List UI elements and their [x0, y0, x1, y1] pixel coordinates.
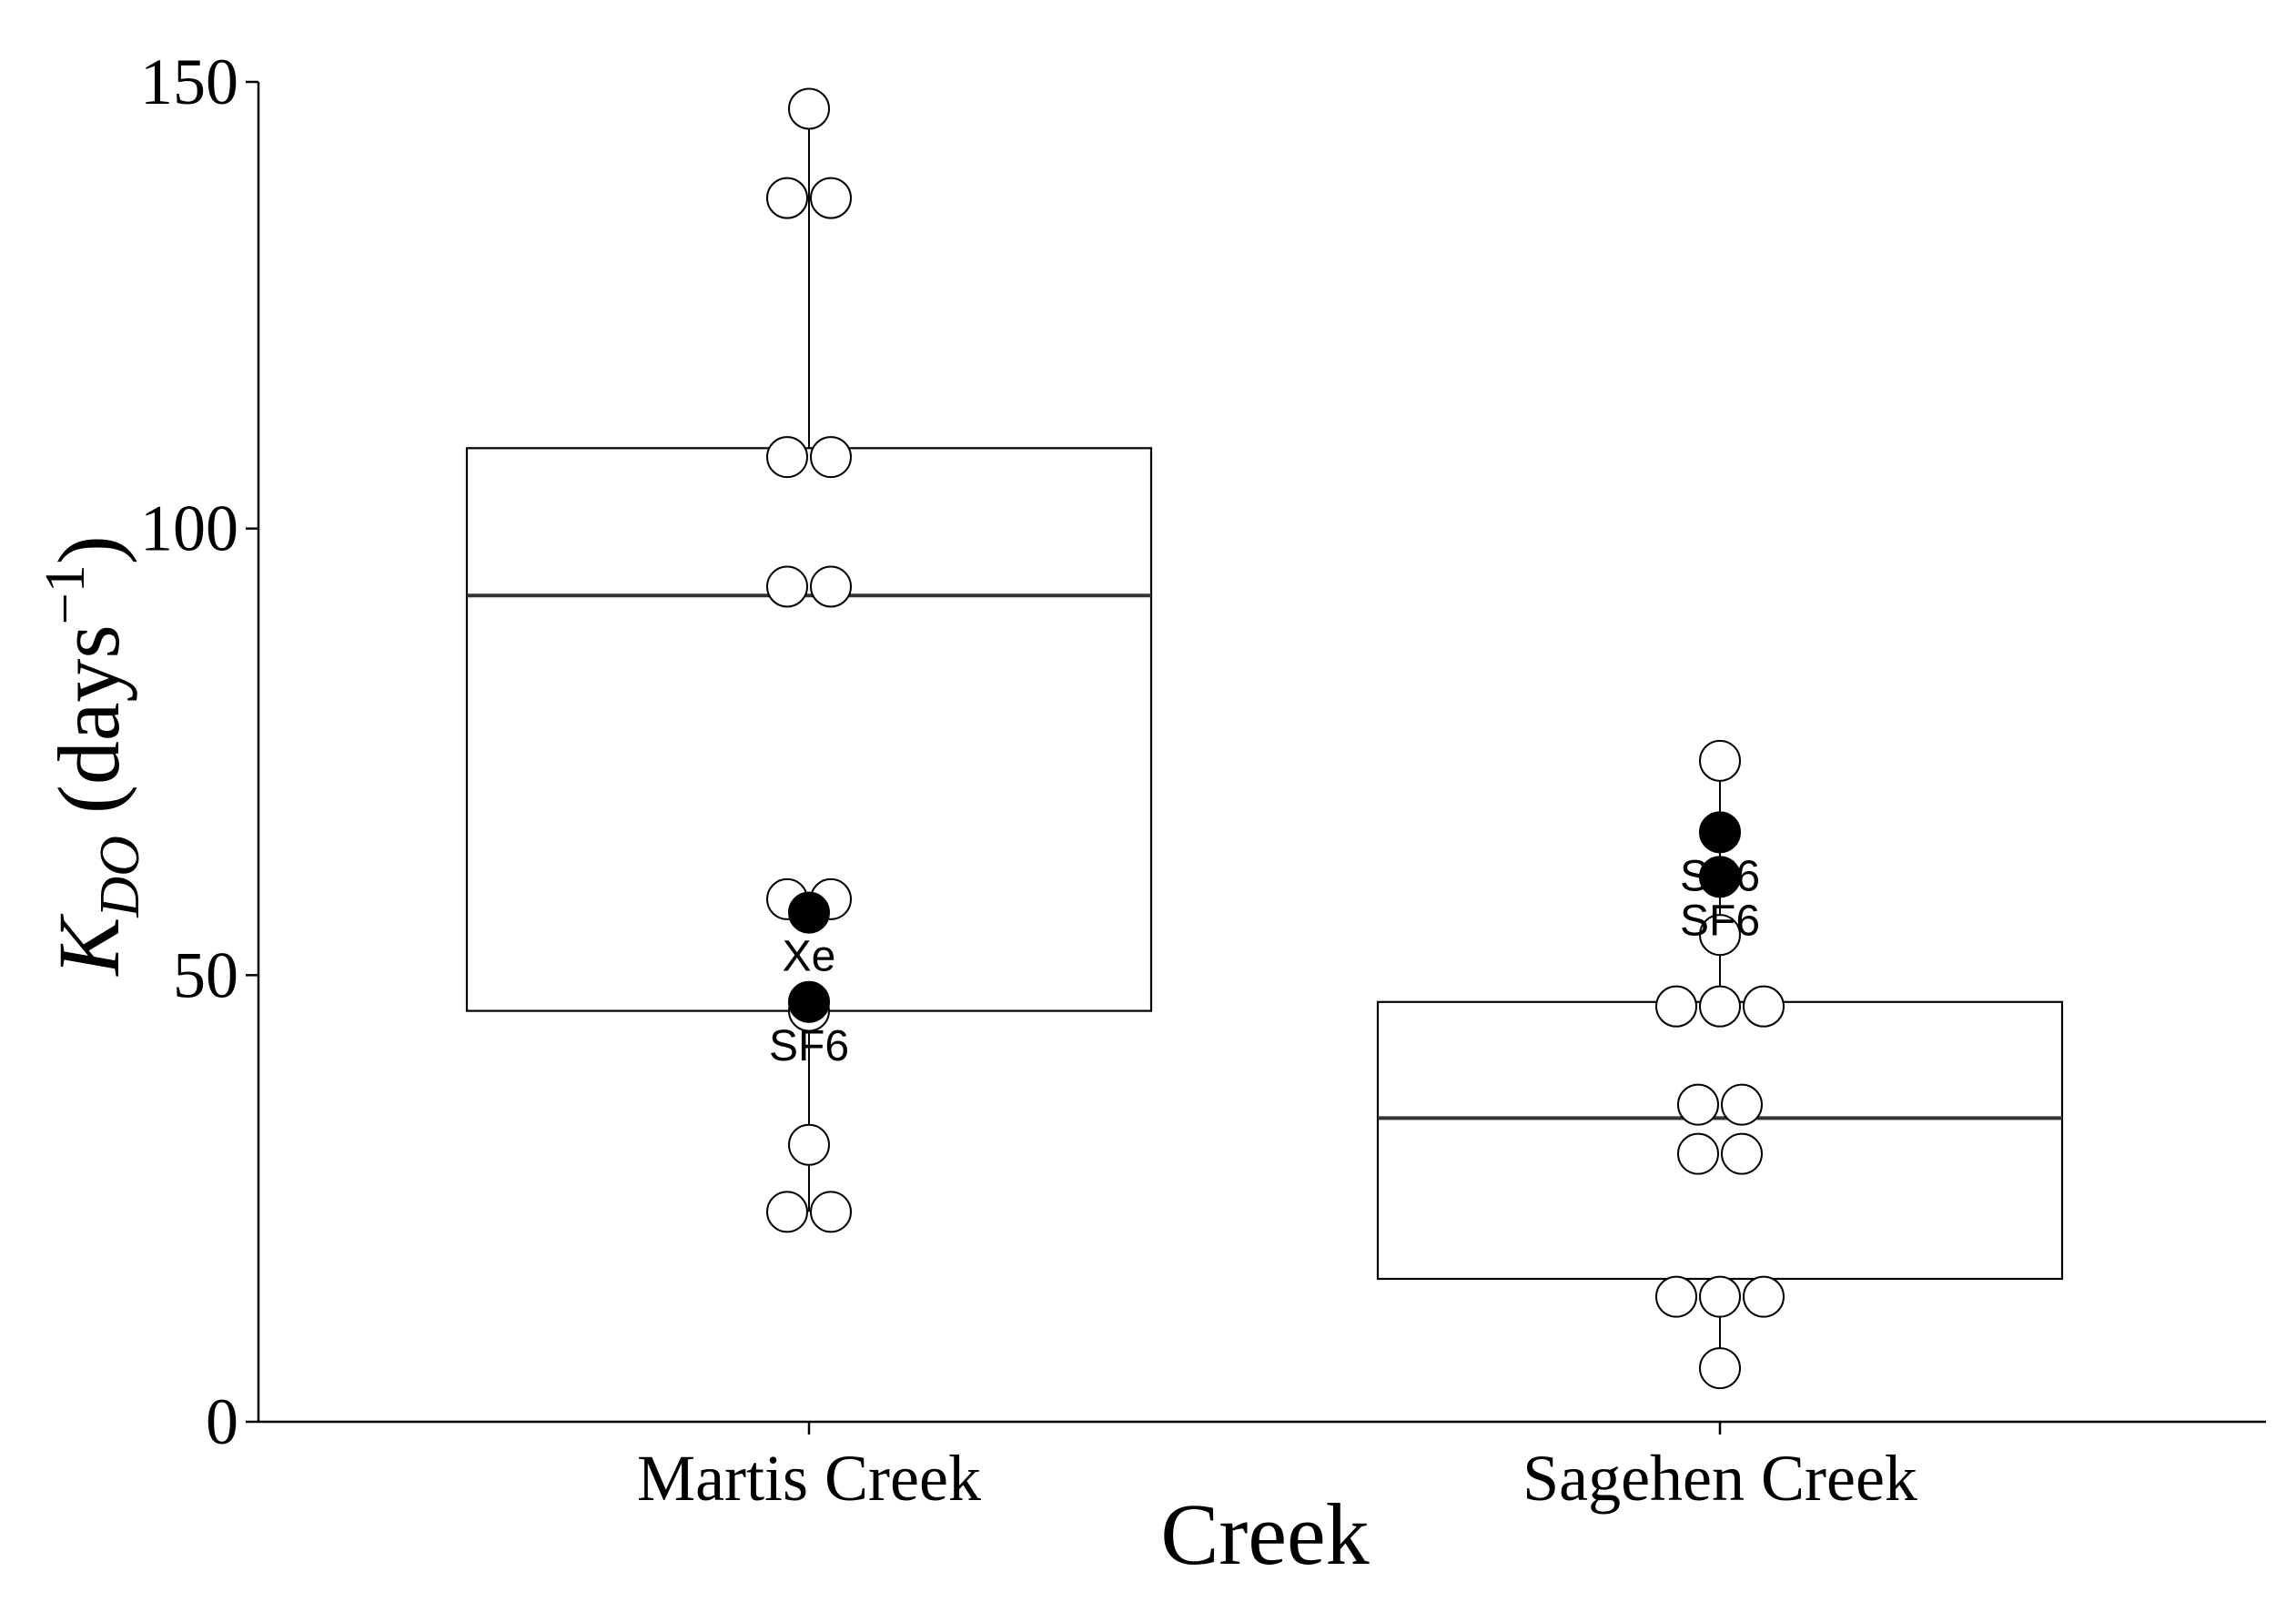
- y-tick-label: 0: [206, 1385, 238, 1458]
- y-axis-title-symbol: K: [40, 913, 137, 978]
- y-tick-label: 50: [173, 938, 238, 1011]
- box-iqr: [1376, 1000, 2064, 1281]
- point-label: SF6: [1680, 897, 1760, 945]
- data-point: [1721, 1132, 1763, 1175]
- data-point: [810, 436, 852, 479]
- boxes-layer: [465, 108, 2064, 1369]
- data-point: [1677, 1083, 1719, 1126]
- highlighted-point: [788, 980, 830, 1023]
- y-axis-title: KDO (days−1): [35, 535, 151, 977]
- data-point: [810, 1191, 852, 1233]
- data-point: [1699, 1275, 1741, 1318]
- data-point: [1655, 1275, 1697, 1318]
- axes-layer: [257, 82, 2266, 1424]
- y-axis-title-unit: (days: [40, 624, 137, 836]
- data-point: [810, 177, 852, 219]
- data-point: [1655, 985, 1697, 1028]
- data-point: [1743, 985, 1785, 1028]
- data-point: [1699, 1347, 1741, 1390]
- data-point: [1721, 1083, 1763, 1126]
- data-point: [788, 1123, 830, 1166]
- y-axis-title-superscript: −1: [35, 564, 96, 624]
- highlighted-point: [1699, 856, 1741, 898]
- y-axis-title-close: ): [40, 535, 137, 564]
- x-tick-label: Sagehen Creek: [1522, 1442, 1917, 1515]
- y-axis-title-subscript: DO: [89, 836, 151, 918]
- data-point: [788, 87, 830, 130]
- y-tick-label: 150: [140, 46, 238, 118]
- data-point: [766, 565, 808, 608]
- x-tick-label: Martis Creek: [637, 1442, 981, 1515]
- box-group: [1376, 760, 2064, 1369]
- points-layer: XeSF6SF6SF6: [766, 87, 1785, 1390]
- data-point: [1699, 914, 1741, 957]
- data-point: [766, 436, 808, 479]
- data-point: [810, 565, 852, 608]
- y-tick-label: 100: [140, 492, 238, 565]
- data-point: [1699, 739, 1741, 782]
- data-point: [1743, 1275, 1785, 1318]
- point-label: SF6: [769, 1022, 849, 1070]
- highlighted-point: [788, 891, 830, 934]
- point-label: Xe: [783, 933, 836, 981]
- x-axis-title: Creek: [1160, 1485, 1369, 1583]
- data-point: [766, 1191, 808, 1233]
- data-point: [1699, 985, 1741, 1028]
- highlighted-point: [1699, 811, 1741, 854]
- data-point: [766, 177, 808, 219]
- data-point: [1677, 1132, 1719, 1175]
